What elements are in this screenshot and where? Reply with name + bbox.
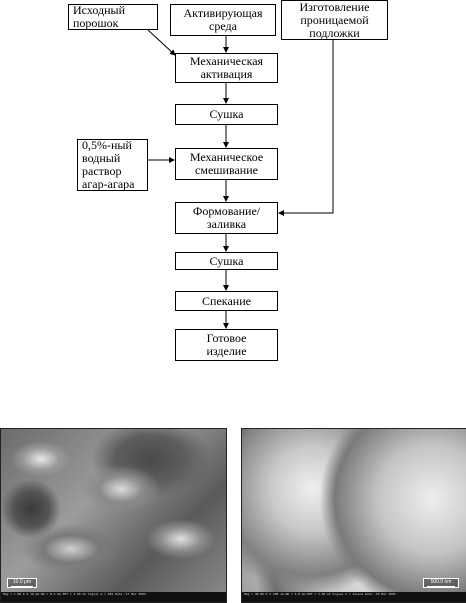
mech-mixing-line-1: Механическое [189,150,264,164]
drying-1-box: Сушка [175,104,278,125]
scale-label-right: 500.0 nm [430,579,452,585]
forming-box: Формование/ заливка [175,202,278,234]
activating-medium-box: Активирующая среда [170,4,276,36]
finished-product-line-1: Готовое [206,331,247,345]
arrow-powder-to-activation [147,29,176,56]
finished-product-box: Готовое изделие [175,329,278,361]
mech-activation-line-1: Механическая [189,54,264,68]
agar-line-3: раствор [82,164,122,178]
forming-line-1: Формование/ [192,204,261,218]
mech-mixing-line-2: смешивание [195,163,258,177]
substrate-line-3: подложки [309,25,360,40]
mech-activation-line-2: активация [200,67,253,81]
sintering-label: Спекание [202,293,251,308]
forming-line-2: заливка [206,217,247,231]
scale-bar-right: 500.0 nm [423,578,459,588]
scale-label-left: 10.0 μm [12,579,32,585]
substrate-line-1: Изготовление [299,0,370,14]
agar-solution-box: 0,5%-ный водный раствор агар-агара [77,139,148,191]
sem-micrograph-right: 500.0 nm Mag = 40.00 K X 200 nm WD = 5.8… [241,428,466,603]
info-bar-right: Mag = 40.00 K X 200 nm WD = 5.8 mm EHT =… [242,592,466,602]
raw-powder-line-2: порошок [73,16,119,30]
mech-mixing-box: Механическое смешивание [175,148,278,180]
mech-activation-box: Механическая активация [175,53,278,83]
raw-powder-box: Исходный порошок [68,4,158,30]
substrate-box: Изготовление проницаемой подложки [281,0,388,40]
substrate-line-2: проницаемой [300,12,369,27]
scale-bar-left: 10.0 μm [7,578,37,588]
finished-product-line-2: изделие [206,344,247,358]
agar-line-2: водный [82,151,121,165]
agar-line-1: 0,5%-ный [82,138,132,152]
drying-1-label: Сушка [209,107,244,121]
arrow-substrate-to-forming [278,40,334,216]
drying-2-box: Сушка [175,252,278,270]
agar-line-4: агар-агара [82,177,135,191]
sem-micrograph-left: 10.0 μm Mag = 1.00 K X 10 μm WD = 8.4 mm… [0,428,227,603]
activating-medium-line-1: Активирующая [183,6,263,20]
info-bar-left: Mag = 1.00 K X 10 μm WD = 8.4 mm EHT = 3… [1,592,226,602]
drying-2-label: Сушка [209,253,244,268]
sintering-box: Спекание [175,291,278,311]
activating-medium-line-2: среда [209,19,237,33]
raw-powder-line-1: Исходный [73,3,126,17]
